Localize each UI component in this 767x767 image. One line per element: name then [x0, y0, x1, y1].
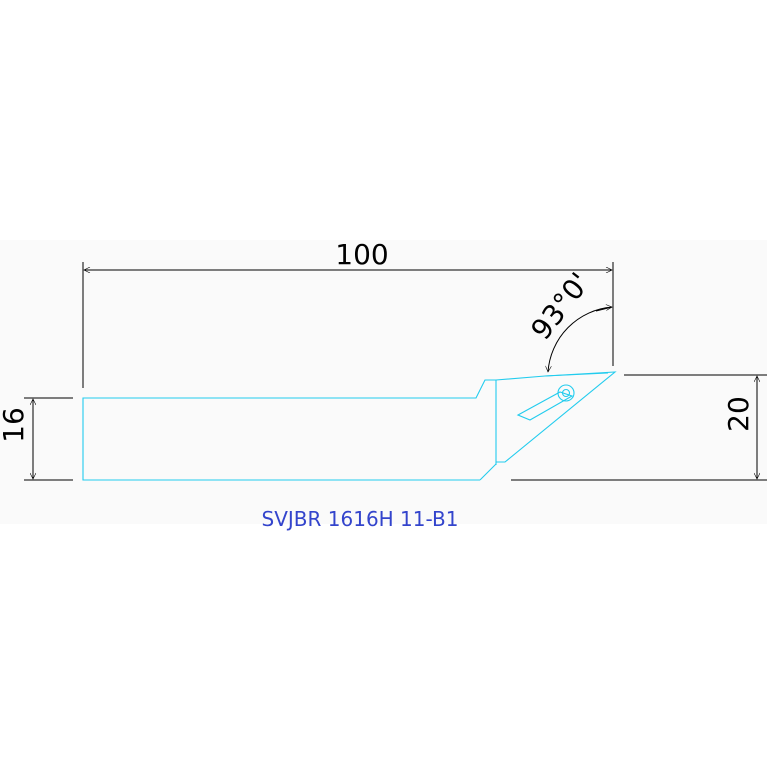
clamp-screw-inner	[561, 388, 571, 398]
clamp-screw-outer	[557, 384, 575, 402]
length-dimension-text: 100	[335, 238, 388, 271]
insert-clamp	[516, 391, 574, 421]
insert-edge	[544, 372, 609, 377]
tool-head	[495, 371, 617, 463]
shank-height-dimension-text: 16	[0, 407, 30, 443]
drawing-panel	[0, 240, 767, 524]
tool-holder-outline	[82, 371, 617, 481]
model-label: SVJBR 1616H 11-B1	[262, 507, 459, 531]
head-lower-edge	[479, 463, 497, 481]
tool-height-dimension-text: 20	[722, 396, 755, 432]
shank-body	[82, 379, 496, 481]
angle-dimension-arc	[548, 307, 612, 372]
angle-leader-line	[595, 306, 613, 312]
dimension-geometry	[24, 262, 767, 481]
